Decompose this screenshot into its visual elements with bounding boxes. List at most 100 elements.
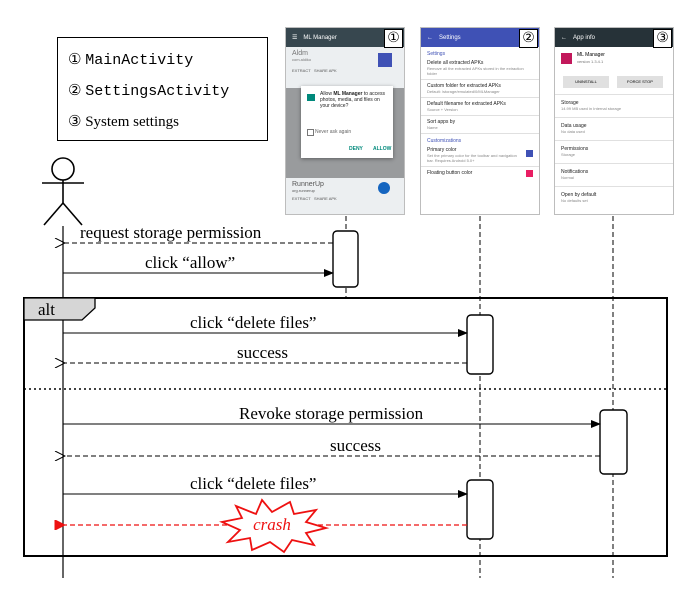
appinfo-toolbar: ← App info [555, 28, 673, 47]
crash-burst-icon [219, 498, 330, 554]
appinfo-buttons: UNINSTALL FORCE STOP [555, 73, 673, 91]
legend-num: ① [68, 50, 82, 68]
app-icon [378, 53, 392, 67]
app-toolbar: ☰ ML Manager [286, 28, 404, 47]
legend-item-settingsactivity: ② SettingsActivity [68, 81, 229, 100]
uninstall-button[interactable]: UNINSTALL [563, 76, 609, 88]
appinfo-title: App info [573, 34, 596, 41]
color-swatch [526, 170, 533, 177]
user-actor-icon [42, 157, 84, 226]
appinfo-row-sub: Storage [561, 152, 576, 157]
activation-box [466, 314, 494, 375]
menu-icon: ☰ [292, 35, 298, 41]
app-list: Aldm com.aldiko EXTRACT SHARE APK [286, 47, 404, 81]
dialog-text: Allow ML Manager to access photos, media… [320, 91, 388, 109]
legend-label: MainActivity [85, 52, 194, 69]
settings-item-title: Default filename for extracted APKs [427, 101, 506, 107]
share-apk-action: SHARE APK [314, 68, 337, 73]
legend-item-system-settings: ③ System settings [68, 112, 179, 131]
list-item: Aldm com.aldiko EXTRACT SHARE APK [286, 47, 404, 81]
folder-icon [307, 94, 315, 101]
screenshot-main-activity: ☰ ML Manager Aldm com.aldiko EXTRACT SHA… [285, 27, 405, 215]
settings-item-title: Delete all extracted APKs [427, 60, 484, 66]
legend-label: SettingsActivity [85, 83, 230, 100]
settings-item-title: Floating button color [427, 170, 473, 176]
appinfo-row-sub: 14.99 MB used in Internal storage [561, 106, 622, 111]
dialog-text-prefix: Allow [320, 91, 334, 97]
settings-item-title: Primary color [427, 147, 457, 153]
msg-label-request-permission: request storage permission [80, 223, 262, 242]
legend-box: ① MainActivity ② SettingsActivity ③ Syst… [57, 37, 268, 141]
force-stop-button[interactable]: FORCE STOP [617, 76, 663, 88]
permission-dialog: Allow ML Manager to access photos, media… [301, 86, 393, 158]
appinfo-app-name: ML Manager [577, 52, 605, 58]
legend-item-mainactivity: ① MainActivity [68, 50, 193, 69]
activation-box [599, 409, 628, 475]
settings-item-title: Custom folder for extracted APKs [427, 83, 501, 89]
appinfo-row-title: Data usage [561, 123, 587, 129]
settings-section-header: Customizations [427, 138, 462, 144]
legend-num: ② [68, 81, 82, 99]
appinfo-version: version 1.3.4.1 [577, 59, 604, 64]
deny-button[interactable]: DENY [349, 146, 363, 152]
screen-number-badge: ① [384, 29, 403, 48]
alt-tab [23, 297, 96, 321]
settings-item-fab-color[interactable]: Floating button color [421, 167, 539, 177]
appinfo-row-title: Open by default [561, 192, 597, 198]
activation-box [466, 479, 494, 540]
back-arrow-icon: ← [561, 34, 567, 41]
appinfo-row-sub: Normal [561, 175, 574, 180]
list-item-sub: com.aldiko [292, 57, 312, 62]
list-item-name: RunnerUp [292, 181, 324, 188]
app-icon [561, 53, 572, 64]
share-apk-action: SHARE APK [314, 196, 337, 201]
appinfo-row-sub: No defaults set [561, 198, 588, 203]
appinfo-row-title: Storage [561, 100, 579, 106]
settings-item-sub: Name [427, 125, 438, 130]
checkbox[interactable] [307, 129, 314, 136]
legend-label: System settings [85, 114, 179, 130]
appinfo-row-sub: No data used [561, 129, 585, 134]
msg-label-success: success [330, 436, 381, 455]
settings-item-sub: Source + Version [427, 107, 458, 112]
settings-title: Settings [439, 34, 461, 41]
screenshot-app-info: ← App info ML Manager version 1.3.4.1 UN… [554, 27, 674, 215]
settings-item-sub: Default: /storage/emulated/0/MLManager [427, 89, 500, 94]
back-arrow-icon: ← [427, 34, 433, 41]
settings-item-sub: Remove all the extracted APKs stored in … [427, 66, 524, 76]
list-item: RunnerUp org.runnerup EXTRACT SHARE APK [286, 178, 404, 214]
legend-num: ③ [68, 112, 82, 130]
settings-item-sub: Set the primary color for the toolbar an… [427, 153, 517, 163]
msg-label-click-allow: click “allow” [145, 253, 236, 272]
appinfo-row-title: Permissions [561, 146, 589, 152]
settings-item-title: Sort apps by [427, 119, 456, 125]
extract-action: EXTRACT [292, 68, 311, 73]
alt-label: alt [38, 300, 55, 319]
app-title: ML Manager [303, 34, 337, 41]
msg-label-revoke-permission: Revoke storage permission [239, 404, 424, 423]
extract-action: EXTRACT [292, 196, 311, 201]
dialog-text-suffix: to access photos, media, and files on yo… [320, 91, 385, 109]
screen-number-badge: ③ [653, 29, 672, 48]
msg-label-click-delete: click “delete files” [190, 474, 317, 493]
alt-fragment [23, 297, 668, 557]
list-item-sub: org.runnerup [292, 188, 315, 193]
screenshot-settings-activity: ← Settings Settings Delete all extracted… [420, 27, 540, 215]
settings-section-header: Settings [427, 51, 446, 57]
crash-label: crash [253, 515, 291, 534]
dialog-app-name: ML Manager [333, 91, 363, 97]
settings-toolbar: ← Settings [421, 28, 539, 47]
allow-button[interactable]: ALLOW [373, 146, 392, 152]
